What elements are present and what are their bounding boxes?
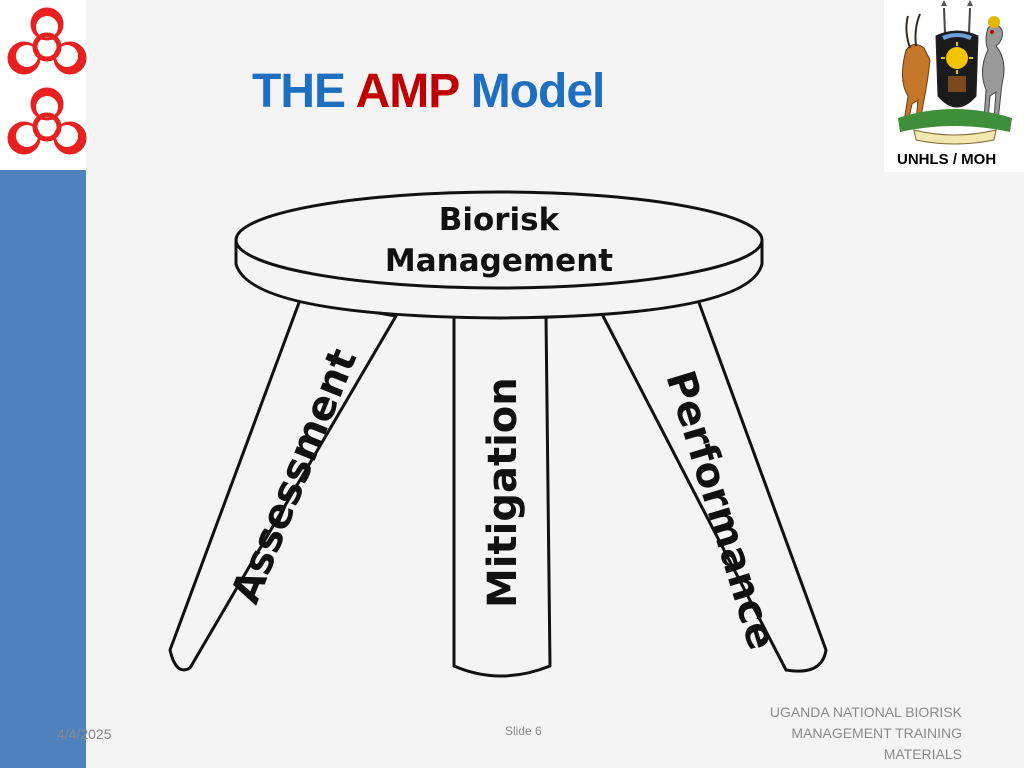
coat-of-arms-icon — [898, 0, 1012, 145]
title-part-the: THE — [252, 65, 356, 118]
footer-organization: UGANDA NATIONAL BIORISK MANAGEMENT TRAIN… — [769, 704, 962, 762]
left-side-bar — [0, 170, 86, 768]
leg-label-mitigation: Mitigation — [480, 377, 526, 608]
biohazard-icon — [4, 4, 90, 78]
crest-panel: UNHLS / MOH — [884, 0, 1024, 172]
slide-title: THE AMP Model — [252, 64, 606, 119]
title-part-model: Model — [458, 65, 606, 118]
stool-leg-right: Performance — [600, 298, 828, 673]
title-part-amp: AMP — [355, 65, 460, 118]
biohazard-icon — [4, 84, 90, 158]
crest-label: UNHLS / MOH — [897, 151, 997, 168]
stool-seat: Biorisk Management — [234, 190, 764, 320]
seat-label-line1: Biorisk — [439, 202, 561, 238]
footer-slide-number: Slide 6 — [505, 724, 542, 738]
amp-stool-diagram: Assessment Mitigation Performance Bioris… — [168, 190, 828, 678]
footer-date: 4/4/2025 — [57, 726, 112, 742]
slide-background — [86, 0, 1024, 768]
stool-leg-left: Assessment — [168, 298, 398, 672]
stool-leg-middle: Mitigation — [452, 314, 552, 678]
seat-label-line2: Management — [385, 243, 613, 279]
